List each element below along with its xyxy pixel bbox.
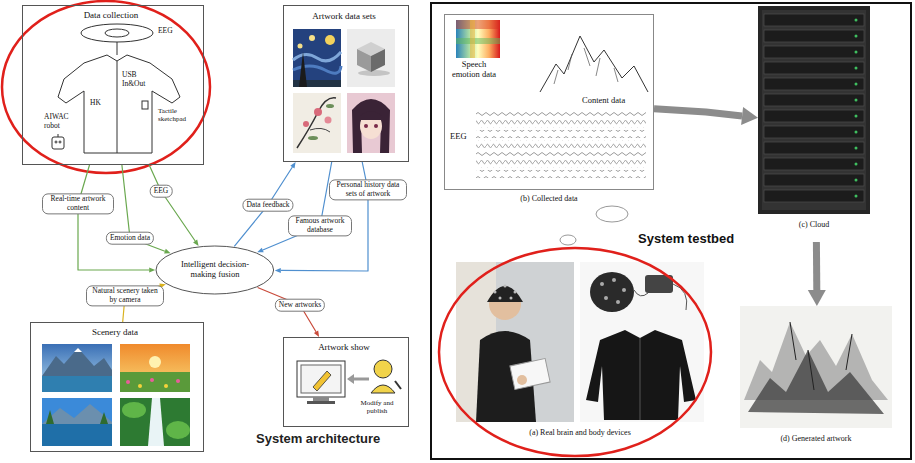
caption: (c) Cloud bbox=[758, 220, 870, 229]
edge-label: Emotion data bbox=[106, 232, 154, 245]
connector bbox=[234, 162, 295, 246]
artwork-figure: (d) Generated artwork bbox=[740, 306, 895, 452]
box-title: Data collection bbox=[22, 10, 200, 20]
edge-label: EEG bbox=[150, 185, 173, 198]
edge-label: Data feedback bbox=[242, 199, 293, 212]
input-box: Data collectionEEG HK USB In&OutTactile sk… bbox=[22, 5, 204, 165]
data-panel: Speech emotion dataContent dataEEG(b) Co… bbox=[444, 14, 654, 190]
section-label: System architecture bbox=[256, 431, 380, 446]
connector bbox=[654, 107, 758, 125]
arrow-head bbox=[149, 268, 155, 273]
node-text: Intelligent decision-making fusion bbox=[175, 260, 255, 280]
part-label: HK bbox=[90, 99, 108, 108]
connector bbox=[78, 165, 155, 273]
box-title: Scenery data bbox=[30, 327, 200, 337]
part-label: USB In&Out bbox=[122, 71, 150, 88]
box-title: Artwork data sets bbox=[283, 11, 405, 21]
edge-label: New artworks bbox=[275, 299, 325, 312]
caption: (d) Generated artwork bbox=[740, 434, 892, 443]
part-label: EEG bbox=[158, 27, 180, 36]
output-box: Artwork showModify and publish bbox=[283, 337, 409, 427]
thumb-label: EEG bbox=[450, 132, 472, 142]
connector bbox=[258, 288, 320, 338]
edge-label: Natural scenery taken by camera bbox=[86, 285, 164, 306]
icon-label: Modify and publish bbox=[353, 399, 401, 415]
caption: (a) Real brain and body devices bbox=[456, 428, 704, 437]
thumb-label: Speech emotion data bbox=[448, 60, 500, 80]
panel-heading: System testbed bbox=[638, 232, 768, 247]
arrow-head bbox=[193, 240, 199, 246]
cloud-figure: (c) Cloud bbox=[758, 6, 873, 242]
box-title: Artwork show bbox=[283, 342, 405, 352]
caption: (b) Collected data bbox=[444, 194, 654, 203]
edge-label: Famous artwork database bbox=[288, 215, 352, 236]
edge-label: Real-time artwork content bbox=[42, 193, 114, 214]
connector bbox=[808, 242, 826, 306]
arrow-head bbox=[290, 162, 295, 168]
fusion-ellipse: Intelligent decision-making fusion bbox=[155, 245, 275, 295]
arrow-head bbox=[808, 290, 826, 306]
arrow-head bbox=[164, 249, 171, 254]
arrow-head bbox=[741, 107, 758, 125]
device-figure: (a) Real brain and body devices bbox=[456, 262, 707, 440]
connector bbox=[149, 165, 198, 246]
part-label: Tactile sketchpad bbox=[158, 107, 196, 123]
testbed-panel: System testbed Speech emotion dataContent… bbox=[430, 2, 912, 460]
part-label: AIWAC robot bbox=[44, 113, 78, 130]
thumb-label: Content data bbox=[582, 96, 646, 106]
dataset-box: Artwork data sets bbox=[283, 5, 409, 162]
edge-label: Personal history data sets of artwork bbox=[329, 179, 407, 200]
arrow-head bbox=[257, 248, 264, 253]
dataset-box: Scenery data bbox=[30, 322, 204, 452]
arrow-head bbox=[275, 268, 281, 273]
